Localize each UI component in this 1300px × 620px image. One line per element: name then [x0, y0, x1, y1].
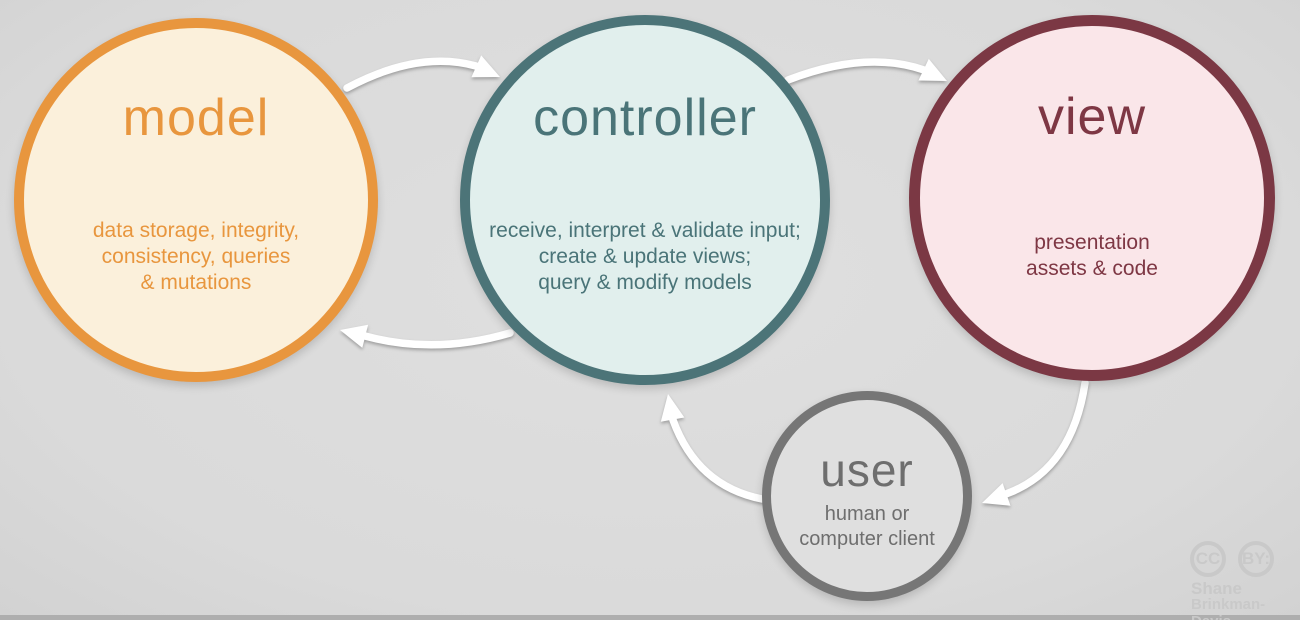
user-description: human or computer client: [799, 503, 935, 550]
arrow-controller-to-model: [340, 324, 514, 349]
view-circle: view presentation assets & code: [909, 15, 1275, 381]
controller-title: controller: [533, 89, 757, 147]
view-title: view: [1037, 88, 1147, 146]
bottom-edge-bar: [0, 615, 1300, 620]
user-title: user: [820, 444, 914, 496]
arrow-model-to-controller: [343, 55, 500, 92]
arrow-view-to-user: [982, 379, 1089, 506]
controller-circle: controller receive, interpret & validate…: [460, 15, 830, 385]
cc-icon: CC: [1190, 541, 1226, 577]
controller-description: receive, interpret & validate input; cre…: [489, 219, 801, 294]
model-description: data storage, integrity, consistency, qu…: [92, 219, 300, 294]
arrow-controller-to-view: [784, 58, 947, 84]
model-circle: model data storage, integrity, consisten…: [14, 18, 378, 382]
author-name-line2: Brinkman-Davis: [1191, 596, 1266, 620]
model-title: model: [122, 89, 270, 147]
cc-by-icon: BY:: [1238, 541, 1274, 577]
arrow-user-to-controller: [660, 394, 766, 503]
user-circle: user human or computer client: [762, 391, 972, 601]
view-description: presentation assets & code: [1026, 231, 1158, 280]
author-name-line1: Shane: [1191, 579, 1243, 598]
